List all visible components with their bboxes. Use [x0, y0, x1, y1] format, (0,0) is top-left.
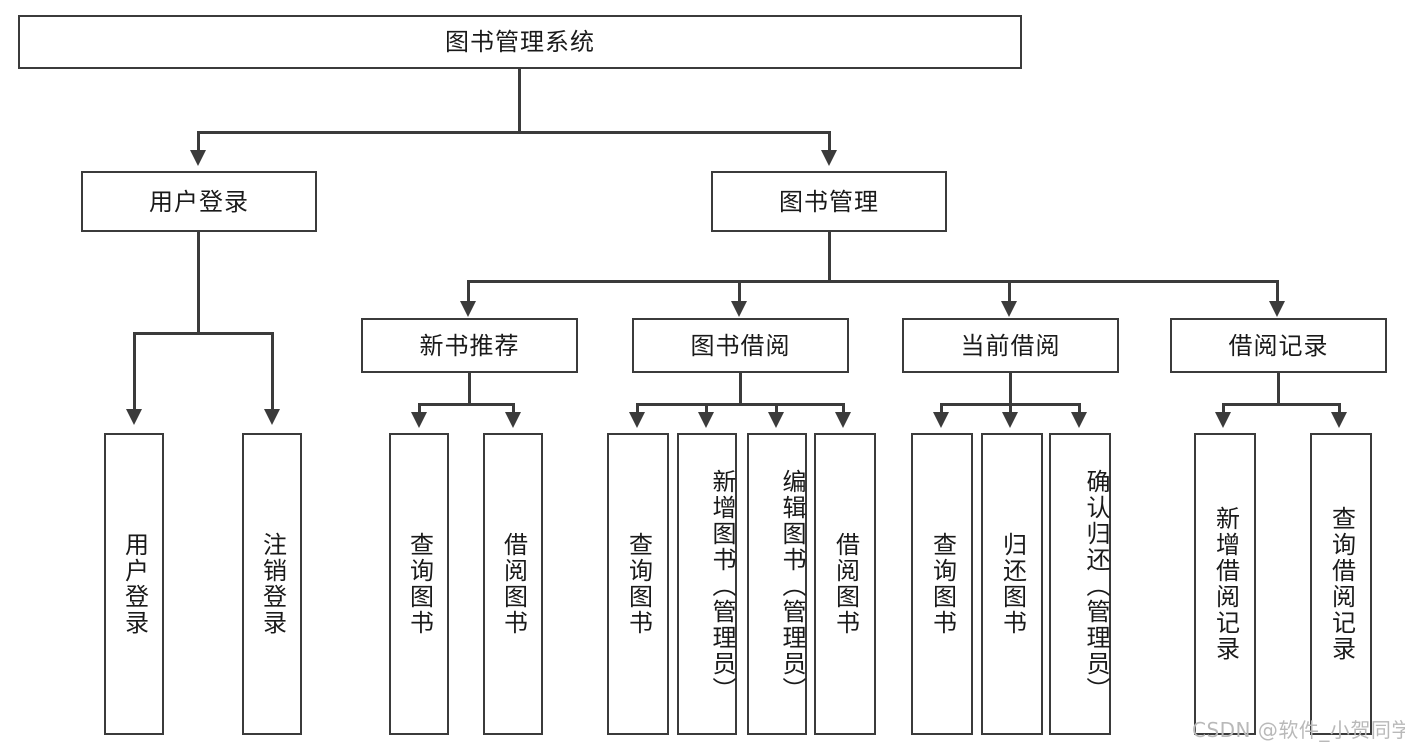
- arrow-bm-to-current-borrow: [1001, 301, 1017, 317]
- leaf-query-book-3[interactable]: 查询图书: [911, 433, 973, 735]
- connector-book-management-stem: [828, 232, 831, 282]
- arrow-bb-leaf-1: [629, 412, 645, 428]
- leaf-user-login[interactable]: 用户登录: [104, 433, 164, 735]
- node-root-label: 图书管理系统: [445, 28, 595, 56]
- leaf-add-record-label: 新增借阅记录: [1211, 506, 1240, 662]
- leaf-confirm-return[interactable]: 确认归还（管理员）: [1049, 433, 1111, 735]
- node-new-book-recommend-label: 新书推荐: [419, 331, 520, 360]
- leaf-return-book[interactable]: 归还图书: [981, 433, 1043, 735]
- connector-nbr-drop-2: [512, 403, 515, 415]
- node-book-management[interactable]: 图书管理: [711, 171, 947, 232]
- node-book-borrow[interactable]: 图书借阅: [632, 318, 849, 373]
- connector-cb-stem: [1009, 373, 1012, 405]
- connector-nbr-stem: [468, 373, 471, 405]
- arrow-bb-leaf-3: [768, 412, 784, 428]
- node-book-borrow-label: 图书借阅: [690, 331, 791, 360]
- leaf-edit-book-label: 编辑图书（管理员）: [778, 469, 806, 703]
- leaf-query-record-label: 查询借阅记录: [1327, 506, 1356, 662]
- node-current-borrow-label: 当前借阅: [960, 331, 1061, 360]
- connector-cb-drop-2: [1009, 403, 1012, 415]
- arrow-cb-leaf-2: [1002, 412, 1018, 428]
- connector-br-drop-2: [1338, 403, 1341, 415]
- connector-bb-drop-3: [775, 403, 778, 415]
- connector-br-bus: [1222, 403, 1341, 406]
- connector-bm-drop-4: [1276, 280, 1279, 303]
- leaf-query-book-1[interactable]: 查询图书: [389, 433, 449, 735]
- arrow-br-leaf-1: [1215, 412, 1231, 428]
- leaf-user-login-label: 用户登录: [120, 532, 149, 636]
- arrow-cb-leaf-1: [933, 412, 949, 428]
- node-root[interactable]: 图书管理系统: [18, 15, 1022, 69]
- connector-nbr-drop-1: [418, 403, 421, 415]
- leaf-query-book-3-label: 查询图书: [928, 532, 957, 636]
- arrow-nbr-leaf-2: [505, 412, 521, 428]
- connector-root-to-book-management: [828, 131, 831, 152]
- node-borrow-record-label: 借阅记录: [1228, 331, 1329, 360]
- connector-user-login-stem: [197, 232, 200, 334]
- connector-user-login-drop-1: [133, 332, 136, 411]
- node-current-borrow[interactable]: 当前借阅: [902, 318, 1119, 373]
- connector-bb-stem: [739, 373, 742, 405]
- arrow-root-to-book-management: [821, 150, 837, 166]
- connector-nbr-bus: [418, 403, 515, 406]
- leaf-return-book-label: 归还图书: [998, 532, 1027, 636]
- connector-root-to-user-login: [197, 131, 200, 152]
- connector-bm-drop-2: [738, 280, 741, 303]
- connector-bm-drop-3: [1008, 280, 1011, 303]
- node-user-login[interactable]: 用户登录: [81, 171, 317, 232]
- leaf-confirm-return-label: 确认归还（管理员）: [1082, 469, 1110, 703]
- node-book-management-label: 图书管理: [779, 187, 879, 216]
- leaf-borrow-book-1-label: 借阅图书: [499, 532, 528, 636]
- leaf-query-book-2-label: 查询图书: [624, 532, 653, 636]
- arrow-nbr-leaf-1: [411, 412, 427, 428]
- arrow-bm-to-borrow-record: [1269, 301, 1285, 317]
- connector-root-stem: [518, 69, 521, 133]
- connector-root-bus: [197, 131, 831, 134]
- arrow-user-login-leaf-1: [126, 409, 142, 425]
- connector-bm-drop-1: [467, 280, 470, 303]
- watermark-text: CSDN @软件_小贺同学: [1192, 718, 1405, 742]
- leaf-add-book-label: 新增图书（管理员）: [708, 469, 736, 703]
- leaf-logout-login-label: 注销登录: [258, 532, 287, 636]
- leaf-logout-login[interactable]: 注销登录: [242, 433, 302, 735]
- arrow-user-login-leaf-2: [264, 409, 280, 425]
- node-user-login-label: 用户登录: [149, 187, 249, 216]
- leaf-query-record[interactable]: 查询借阅记录: [1310, 433, 1372, 735]
- connector-br-drop-1: [1222, 403, 1225, 415]
- leaf-edit-book[interactable]: 编辑图书（管理员）: [747, 433, 807, 735]
- leaf-borrow-book-2[interactable]: 借阅图书: [814, 433, 876, 735]
- leaf-borrow-book-2-label: 借阅图书: [831, 532, 860, 636]
- arrow-bb-leaf-4: [835, 412, 851, 428]
- connector-bb-drop-4: [842, 403, 845, 415]
- connector-user-login-bus: [133, 332, 274, 335]
- arrow-bm-to-new-book-recommend: [460, 301, 476, 317]
- node-new-book-recommend[interactable]: 新书推荐: [361, 318, 578, 373]
- connector-bb-drop-2: [705, 403, 708, 415]
- leaf-add-record[interactable]: 新增借阅记录: [1194, 433, 1256, 735]
- connector-bb-bus: [636, 403, 845, 406]
- node-borrow-record[interactable]: 借阅记录: [1170, 318, 1387, 373]
- leaf-add-book[interactable]: 新增图书（管理员）: [677, 433, 737, 735]
- connector-cb-drop-1: [940, 403, 943, 415]
- arrow-root-to-user-login: [190, 150, 206, 166]
- arrow-bm-to-book-borrow: [731, 301, 747, 317]
- leaf-query-book-2[interactable]: 查询图书: [607, 433, 669, 735]
- leaf-query-book-1-label: 查询图书: [405, 532, 434, 636]
- connector-cb-drop-3: [1078, 403, 1081, 415]
- arrow-br-leaf-2: [1331, 412, 1347, 428]
- arrow-cb-leaf-3: [1071, 412, 1087, 428]
- connector-user-login-drop-2: [271, 332, 274, 411]
- connector-br-stem: [1277, 373, 1280, 405]
- connector-bb-drop-1: [636, 403, 639, 415]
- connector-book-management-bus: [467, 280, 1279, 283]
- leaf-borrow-book-1[interactable]: 借阅图书: [483, 433, 543, 735]
- arrow-bb-leaf-2: [698, 412, 714, 428]
